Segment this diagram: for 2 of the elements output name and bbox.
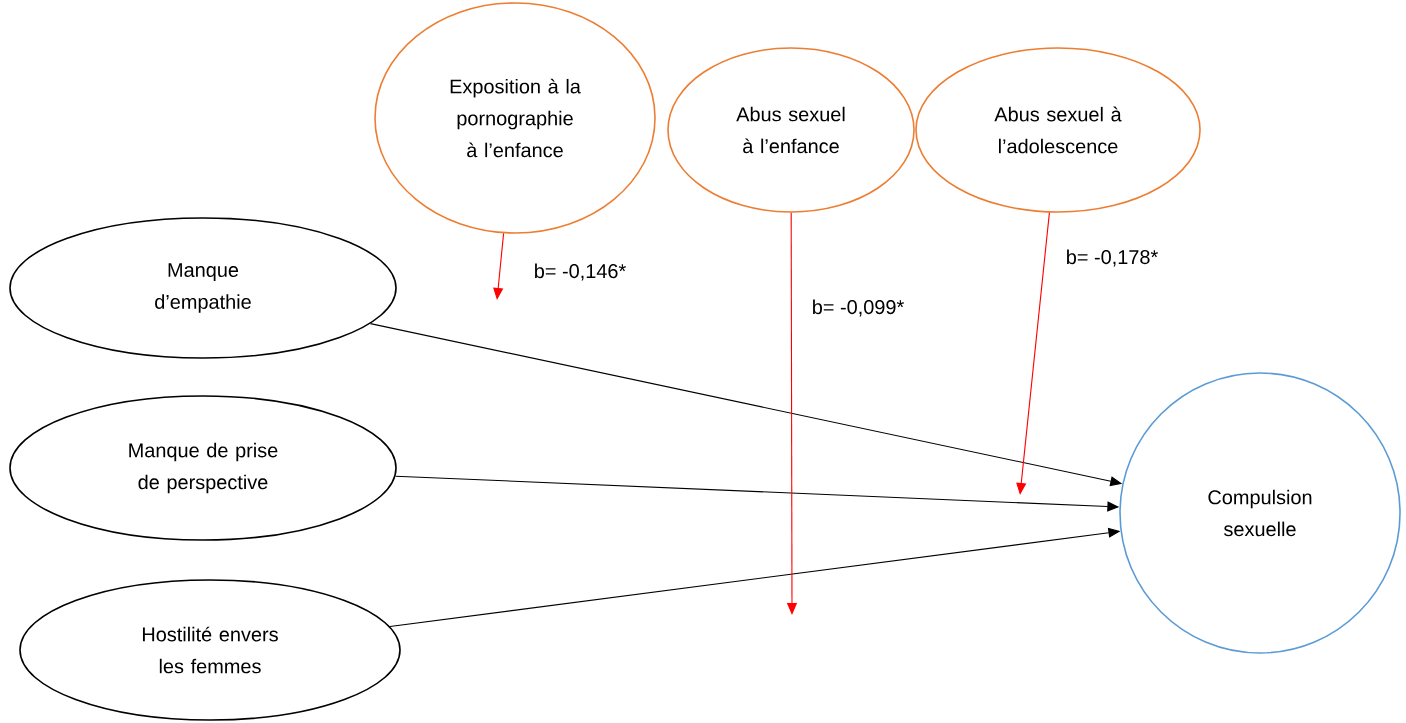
moderation-arrow bbox=[1016, 212, 1050, 495]
moderation-arrow bbox=[493, 232, 505, 300]
